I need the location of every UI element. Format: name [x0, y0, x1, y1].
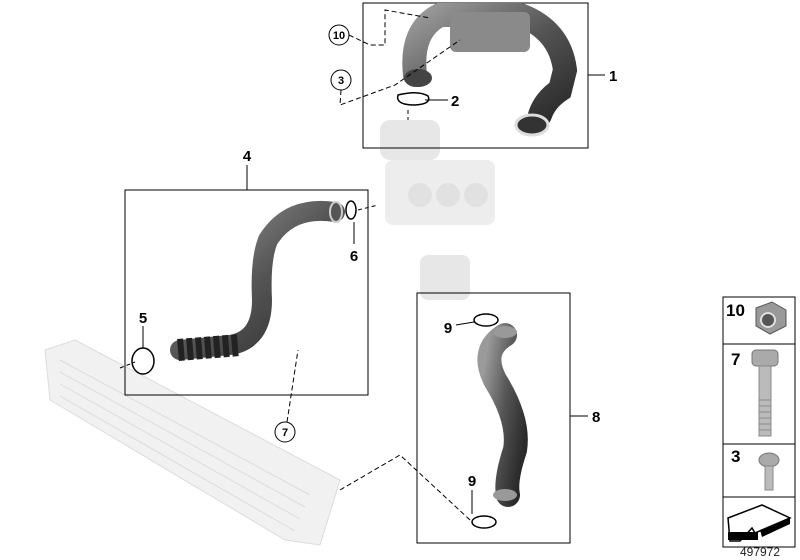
nut-icon — [755, 301, 787, 335]
diagram-id: 497972 — [740, 545, 780, 559]
callout-9-upper: 9 — [444, 320, 452, 337]
callout-5: 5 — [139, 310, 147, 327]
air-intake-pipe — [402, 3, 578, 137]
o-ring-6 — [345, 200, 357, 220]
o-ring-9-lower — [471, 515, 497, 529]
o-ring-9-upper — [473, 313, 499, 327]
callout-9-lower: 9 — [468, 473, 476, 490]
callout-10: 10 — [333, 30, 345, 42]
legend-number-10: 10 — [726, 301, 745, 320]
fastener-legend: 10 7 3 — [722, 296, 796, 548]
callout-6: 6 — [350, 248, 358, 265]
seal-ring-2 — [396, 92, 430, 106]
callout-3: 3 — [338, 75, 344, 87]
assembly-box-8 — [416, 292, 571, 544]
charge-air-pipe — [170, 200, 345, 361]
intercooler-ghost — [44, 339, 341, 546]
direction-arrow-icon — [727, 504, 792, 542]
callout-7-circle — [274, 421, 296, 443]
callout-1: 1 — [609, 68, 617, 85]
legend-number-7: 7 — [731, 350, 740, 369]
torx-screw-icon — [758, 452, 780, 491]
callout-8: 8 — [592, 409, 600, 426]
o-ring-5 — [131, 347, 155, 375]
callout-7: 7 — [282, 427, 288, 439]
callout-4: 4 — [243, 148, 252, 165]
legend-number-3: 3 — [731, 447, 740, 466]
hex-bolt-icon — [751, 349, 779, 437]
callout-2: 2 — [451, 93, 459, 110]
turbocharger-ghost — [380, 120, 495, 300]
charge-air-hose — [477, 323, 528, 507]
